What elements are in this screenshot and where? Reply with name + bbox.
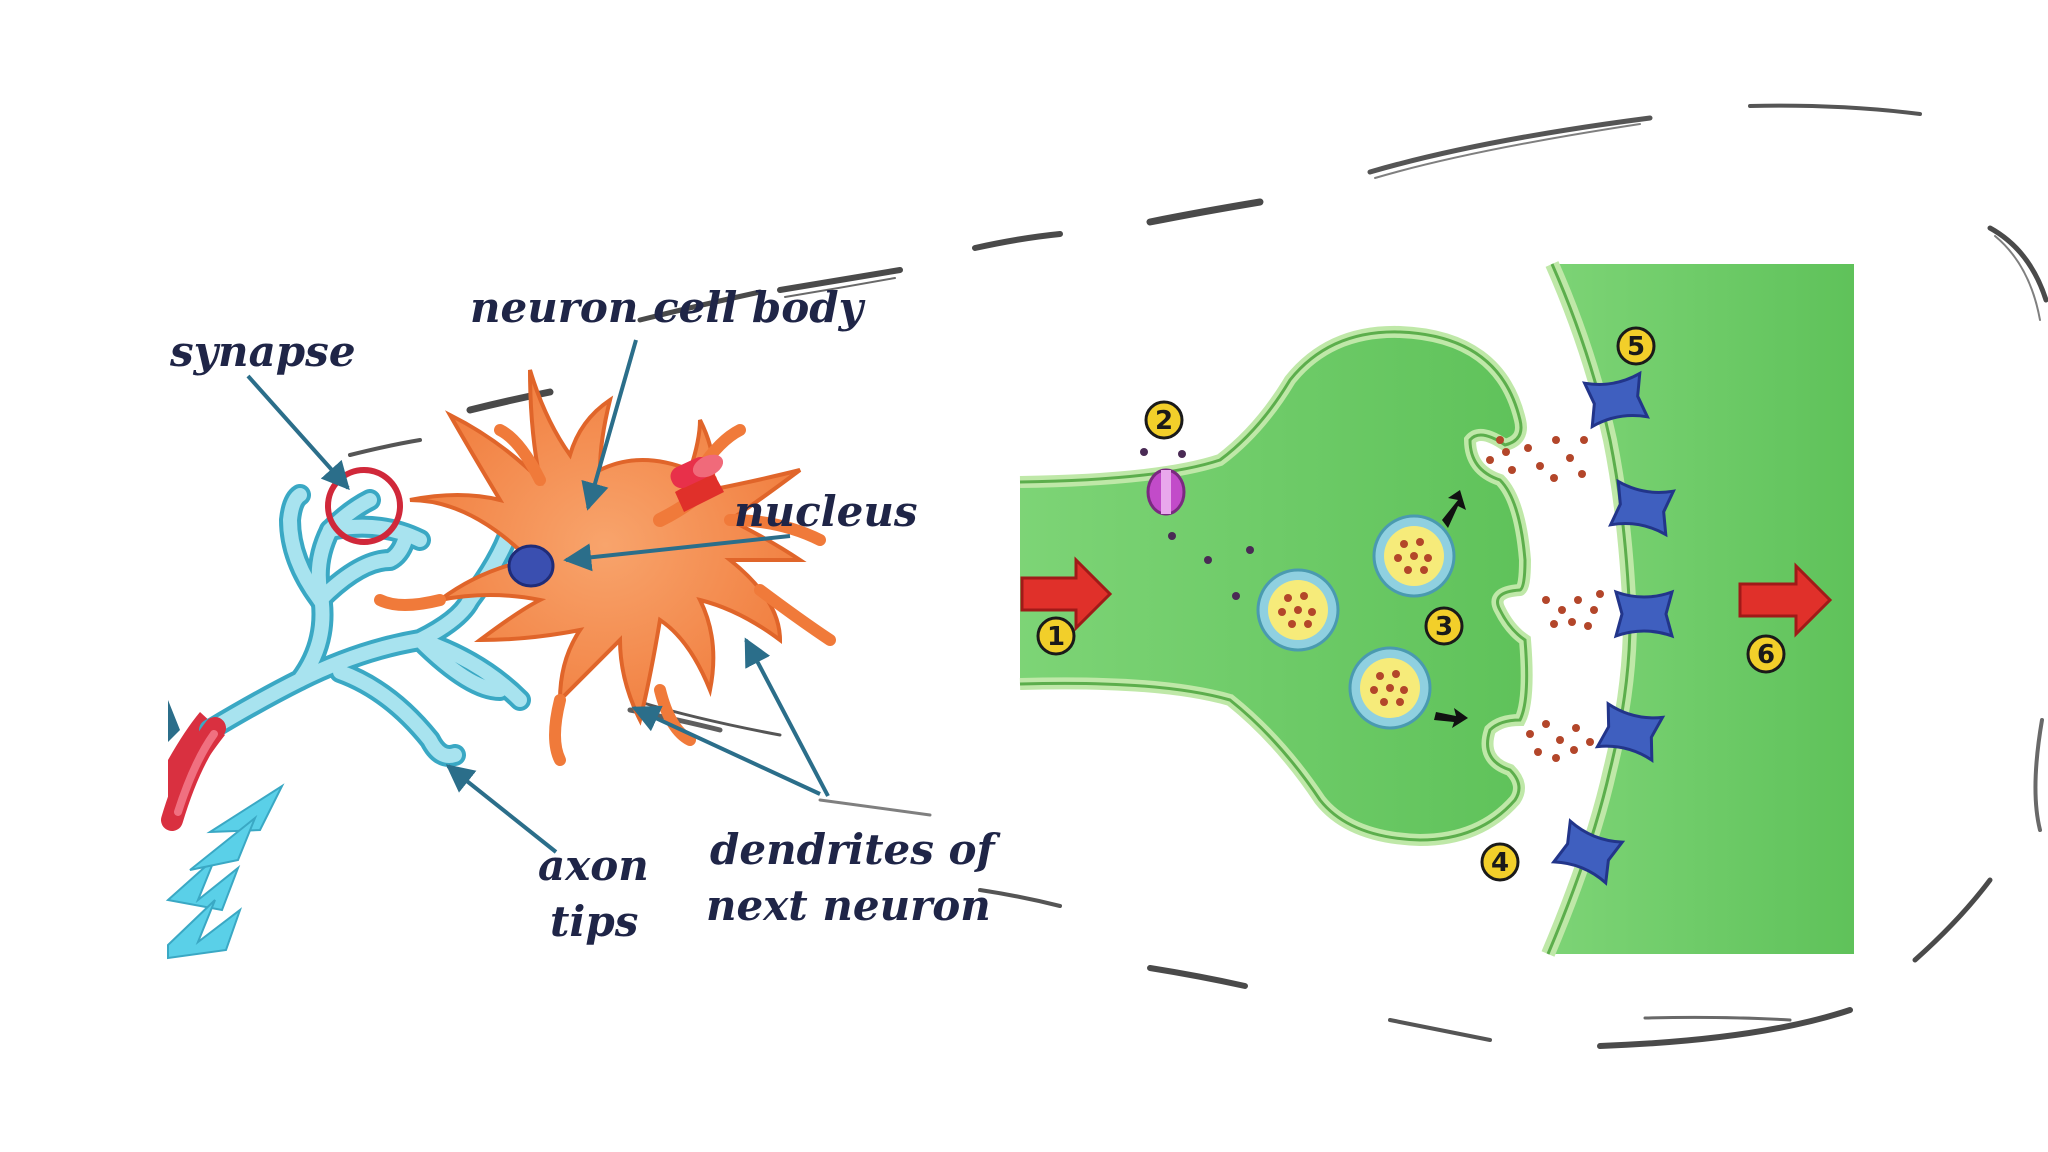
sketch-decoration	[348, 103, 2048, 1049]
signal-chevrons	[165, 783, 285, 960]
pointer-arrows	[246, 339, 830, 854]
step-badge-1: 1	[1036, 616, 1076, 656]
label-axon: axon	[538, 841, 649, 890]
neurotransmitter-particles	[1486, 436, 1604, 762]
label-neuron-cell-body: neuron cell body	[470, 283, 866, 332]
outgoing-signal-arrow	[1738, 562, 1833, 638]
neuron-diagram: neuron cell body synapse nucleus axon ti…	[161, 283, 1001, 960]
previous-neuron-edge	[168, 700, 180, 742]
svg-text:1: 1	[1047, 622, 1065, 652]
incoming-signal-arrow	[1020, 556, 1113, 632]
step-badges: 1 2 3 4 5 6	[1036, 326, 1786, 882]
svg-text:2: 2	[1155, 406, 1173, 436]
synaptic-vesicles	[1256, 514, 1456, 730]
label-synapse: synapse	[169, 327, 356, 376]
vesicle-movement-arrows	[1434, 490, 1468, 728]
step-badge-4: 4	[1480, 842, 1520, 882]
svg-text:5: 5	[1627, 332, 1645, 362]
svg-text:3: 3	[1435, 612, 1453, 642]
ion-dots	[1140, 448, 1254, 600]
label-next-neuron: next neuron	[706, 881, 991, 930]
postsynaptic-cell	[1548, 264, 1854, 954]
label-dendrites-of: dendrites of	[710, 825, 1001, 874]
axon-branches	[199, 484, 531, 767]
signal-arrows	[1020, 556, 1833, 638]
label-nucleus: nucleus	[734, 487, 918, 536]
nucleus-shape	[507, 544, 555, 588]
svg-text:4: 4	[1491, 848, 1509, 878]
neuron-cell-body	[374, 369, 836, 766]
synapse-diagram: 1 2 3 4 5 6	[1019, 261, 1854, 957]
calcium-channel	[1146, 468, 1186, 516]
step-badge-3: 3	[1424, 606, 1464, 646]
step-badge-2: 2	[1144, 400, 1184, 440]
synapse-circle	[325, 467, 403, 545]
step-badge-5: 5	[1616, 326, 1656, 366]
step-badge-6: 6	[1746, 634, 1786, 674]
label-tips: tips	[550, 897, 638, 946]
postsynaptic-receptors	[1550, 370, 1676, 886]
svg-text:6: 6	[1757, 640, 1775, 670]
